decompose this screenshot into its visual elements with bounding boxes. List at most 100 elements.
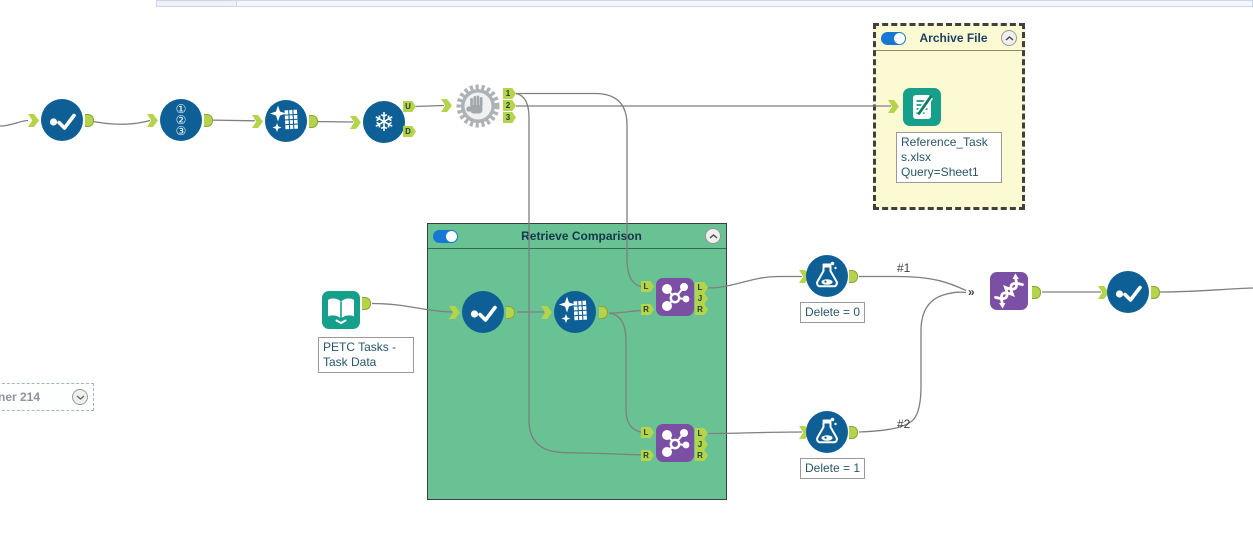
wire-bud1-to-join1-L bbox=[516, 92, 645, 288]
input-anchor[interactable] bbox=[799, 426, 810, 439]
input-anchor[interactable] bbox=[449, 306, 460, 319]
join-molecule-icon bbox=[662, 429, 690, 457]
join2-output-anchor-L[interactable]: L bbox=[695, 428, 708, 439]
input-anchor[interactable] bbox=[888, 100, 899, 113]
wire-edge-to-select1 bbox=[0, 119, 29, 127]
union-helix-icon bbox=[994, 273, 1024, 309]
input-anchor[interactable] bbox=[799, 270, 810, 283]
join1-input-anchor-L[interactable]: L bbox=[641, 281, 654, 292]
container-enabled-toggle[interactable] bbox=[881, 31, 906, 45]
join1-output-anchor-J[interactable]: J bbox=[695, 293, 708, 304]
output-anchor[interactable] bbox=[1151, 286, 1160, 299]
chevron-up-icon bbox=[1005, 35, 1013, 41]
expand-button[interactable] bbox=[72, 389, 88, 405]
output-anchor[interactable] bbox=[204, 114, 213, 127]
join2-input-anchor-L[interactable]: L bbox=[641, 427, 654, 438]
chevron-up-icon bbox=[709, 233, 717, 239]
document-pen-icon bbox=[913, 95, 933, 119]
output-anchor[interactable] bbox=[85, 114, 94, 127]
cleansing-sparkle-grid-icon bbox=[559, 296, 587, 323]
wire-cleanse2-to-join1-R bbox=[608, 309, 645, 314]
gear-hand-icon bbox=[456, 84, 500, 128]
output-anchor[interactable] bbox=[1032, 286, 1041, 299]
join-tool-1[interactable] bbox=[656, 278, 694, 316]
input-anchor[interactable] bbox=[1098, 286, 1109, 299]
unique-tool[interactable]: ❄ bbox=[363, 101, 405, 143]
select-tool-3[interactable] bbox=[1107, 271, 1149, 313]
wire-bud1-to-join2-R bbox=[515, 92, 645, 456]
input-anchor[interactable] bbox=[541, 306, 552, 319]
join2-input-anchor-R[interactable]: R bbox=[641, 450, 654, 461]
snowflake-icon: ❄ bbox=[373, 107, 395, 137]
block-until-done-tool[interactable] bbox=[455, 83, 501, 129]
wire-select1-to-recordid bbox=[85, 119, 151, 125]
wire-cleanse2-to-join2-L bbox=[608, 312, 645, 434]
container-retrieve-header[interactable]: Retrieve Comparison bbox=[428, 224, 726, 249]
collapse-button[interactable] bbox=[1001, 30, 1017, 46]
output-anchor[interactable] bbox=[849, 270, 858, 283]
wire-join1-to-filter1 bbox=[705, 275, 802, 289]
output-data-tool[interactable] bbox=[903, 88, 941, 126]
join1-output-anchor-R[interactable]: R bbox=[695, 304, 708, 315]
connection-label-1: #1 bbox=[897, 261, 911, 275]
multi-input-anchor[interactable]: » bbox=[968, 285, 975, 299]
unique-output-anchor-U[interactable]: U bbox=[403, 101, 416, 112]
select-check-icon bbox=[470, 305, 497, 322]
select-tool-1[interactable] bbox=[41, 99, 83, 141]
filter-annotation[interactable]: Delete = 1 bbox=[800, 458, 866, 479]
input-anchor[interactable] bbox=[28, 114, 39, 127]
wire-petc-to-select2 bbox=[371, 302, 453, 313]
select-check-icon bbox=[49, 113, 76, 130]
bud-output-anchor-2[interactable]: 2 bbox=[503, 100, 516, 111]
input-anchor[interactable] bbox=[147, 114, 158, 127]
collapse-button[interactable] bbox=[705, 228, 721, 244]
bud-output-anchor-3[interactable]: 3 bbox=[503, 112, 516, 123]
input-annotation[interactable]: PETC Tasks - Task Data bbox=[318, 337, 414, 373]
output-annotation[interactable]: Reference_Tasks.xlsx Query=Sheet1 bbox=[896, 132, 1002, 183]
join2-output-anchor-R[interactable]: R bbox=[695, 450, 708, 461]
cleansing-sparkle-grid-icon bbox=[270, 105, 298, 132]
container-title: Retrieve Comparison bbox=[521, 229, 642, 243]
output-anchor[interactable] bbox=[362, 297, 371, 310]
container-enabled-toggle[interactable] bbox=[433, 229, 458, 243]
container-archive-header[interactable]: Archive File bbox=[876, 26, 1022, 51]
filter-tool-1[interactable] bbox=[806, 255, 848, 297]
unique-output-anchor-D[interactable]: D bbox=[403, 126, 416, 137]
input-anchor[interactable] bbox=[441, 99, 452, 112]
input-anchor[interactable] bbox=[252, 115, 263, 128]
output-anchor[interactable] bbox=[309, 115, 318, 128]
flask-icon bbox=[816, 261, 838, 288]
join1-input-anchor-R[interactable]: R bbox=[641, 304, 654, 315]
join1-output-anchor-L[interactable]: L bbox=[695, 282, 708, 293]
filter-tool-2[interactable] bbox=[806, 411, 848, 453]
record-id-tool[interactable]: ①②③ bbox=[160, 99, 202, 141]
container-collapsed-214[interactable]: ner 214 bbox=[0, 383, 94, 411]
select-check-icon bbox=[1115, 285, 1142, 302]
wire-select3-to-edge bbox=[1159, 287, 1253, 293]
wire-filter1-to-union bbox=[859, 275, 967, 292]
wire-recordid-to-cleanse1 bbox=[204, 119, 256, 122]
connection-label-2: #2 bbox=[897, 417, 911, 431]
input-anchor[interactable] bbox=[350, 116, 361, 129]
join2-output-anchor-J[interactable]: J bbox=[695, 439, 708, 450]
union-tool[interactable] bbox=[990, 272, 1028, 310]
data-cleansing-tool-1[interactable] bbox=[265, 100, 307, 142]
filter-annotation[interactable]: Delete = 0 bbox=[800, 302, 866, 323]
top-panel-cell bbox=[157, 1, 237, 6]
select-tool-2[interactable] bbox=[462, 291, 504, 333]
bud-output-anchor-1[interactable]: 1 bbox=[503, 88, 516, 99]
container-title: Archive File bbox=[919, 31, 988, 45]
flask-icon bbox=[816, 417, 838, 444]
output-anchor[interactable] bbox=[849, 426, 858, 439]
output-anchor[interactable] bbox=[506, 306, 515, 319]
join-tool-2[interactable] bbox=[656, 424, 694, 462]
container-title: ner 214 bbox=[0, 390, 41, 404]
data-cleansing-tool-2[interactable] bbox=[554, 291, 596, 333]
wire-unique-to-bud bbox=[413, 104, 445, 108]
output-anchor[interactable] bbox=[599, 306, 608, 319]
input-data-tool[interactable] bbox=[322, 291, 360, 329]
open-book-icon bbox=[328, 298, 354, 325]
record-id-icon: ①②③ bbox=[175, 101, 187, 138]
